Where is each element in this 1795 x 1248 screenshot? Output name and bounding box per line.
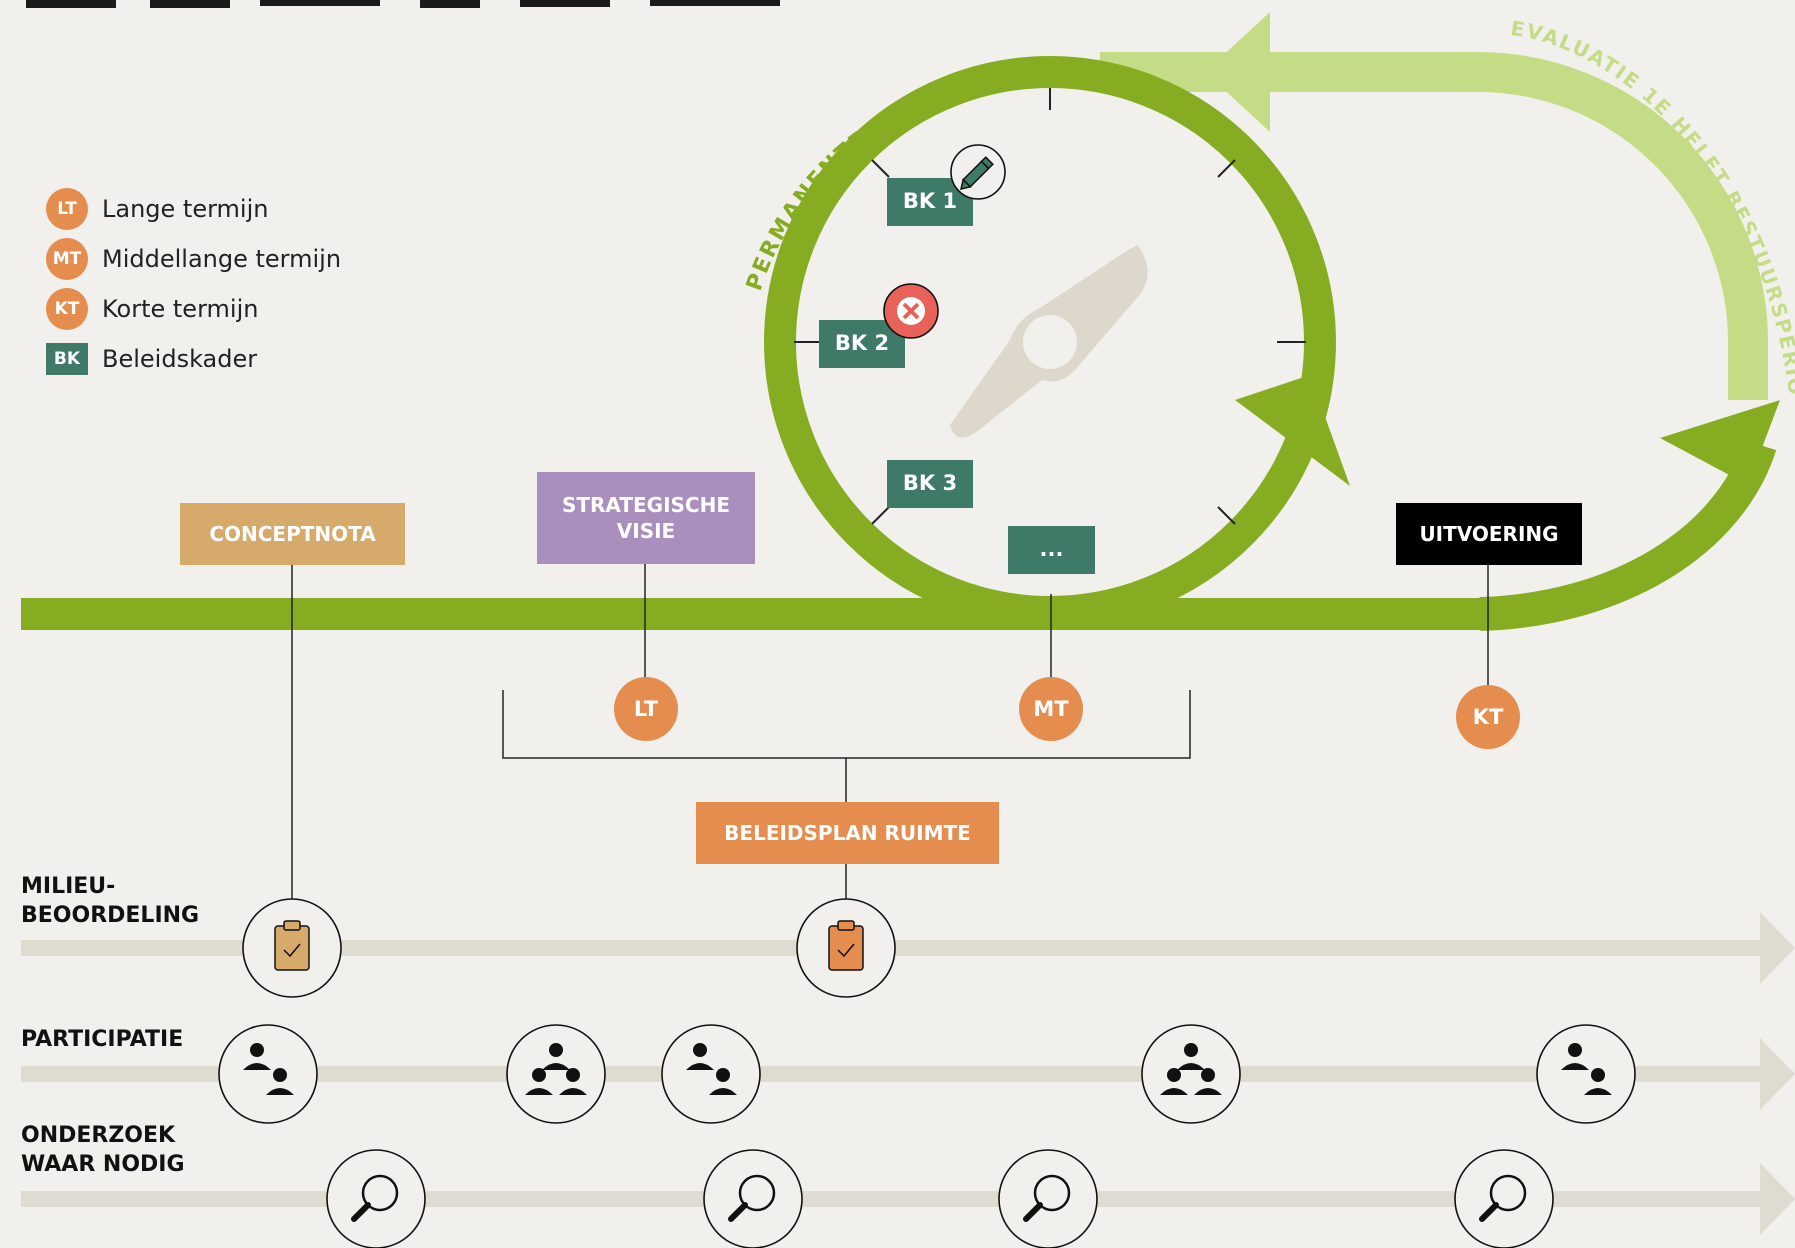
marker-kt-label: KT [1473,705,1504,729]
evaluation-loop [1100,12,1768,400]
legend-lt-badge: LT [46,188,88,230]
clipboard-check-icon [274,920,310,971]
participation-node-5 [1536,1024,1636,1124]
bk3-box: BK 3 [887,460,973,508]
legend-kt-label: Korte termijn [102,295,259,323]
connector-lines [291,562,1489,900]
magnifier-icon [1023,1174,1071,1222]
legend-lt-label: Lange termijn [102,195,269,223]
bk1-label: BK 1 [902,189,958,214]
uitvoering-box: UITVOERING [1396,503,1582,565]
compass-needle-icon [950,245,1148,438]
legend-item-bk: BK Beleidskader [46,334,341,384]
legend-item-mt: MT Middellange termijn [46,234,341,284]
bk2-label: BK 2 [834,331,890,356]
magnifier-icon [351,1174,399,1222]
title-remnant [26,0,780,8]
search-node-1 [326,1149,426,1248]
milieu-track-label: MILIEU- BEOORDELING [21,873,199,930]
legend-mt-badge: MT [46,238,88,280]
bk-more-box: ... [1008,526,1095,574]
participatie-track-label: PARTICIPATIE [21,1026,183,1055]
pencil-icon [960,156,994,190]
beleidsplan-label: BELEIDSPLAN RUIMTE [724,821,971,845]
milieu-label-line1: MILIEU- [21,874,116,899]
participatie-track [21,1038,1795,1110]
magnifier-icon [1479,1174,1527,1222]
search-node-3 [998,1149,1098,1248]
strategische-visie-line1: STRATEGISCHE [561,493,731,517]
marker-mt-label: MT [1033,697,1069,721]
monitoring-arrowhead [1235,375,1350,486]
conceptnota-label: CONCEPTNOTA [209,522,376,546]
people-three-icon [525,1043,587,1095]
close-icon [897,297,925,325]
participation-node-4 [1141,1024,1241,1124]
participatie-label: PARTICIPATIE [21,1027,184,1052]
close-badge [883,283,939,339]
participation-node-2 [506,1024,606,1124]
people-two-icon [1561,1043,1612,1095]
search-node-2 [703,1149,803,1248]
people-three-icon [1160,1043,1222,1095]
onderzoek-label-line2: WAAR NODIG [21,1151,185,1177]
bk-more-label: ... [1039,537,1064,562]
marker-lt: LT [614,677,678,741]
clipboard-check-icon [828,920,864,971]
execution-arrowhead [1660,400,1780,485]
legend: LT Lange termijn MT Middellange termijn … [46,184,341,384]
monitoring-circle [764,56,1336,628]
legend-kt-badge: KT [46,288,88,330]
beleidsplan-box: BELEIDSPLAN RUIMTE [696,802,999,864]
main-timeline [21,598,1486,630]
onderzoek-track [21,1163,1795,1235]
conceptnota-box: CONCEPTNOTA [180,503,405,565]
onderzoek-track-label: ONDERZOEK WAAR NODIG [21,1122,185,1179]
evaluation-arrowhead [1205,12,1270,132]
marker-kt: KT [1456,685,1520,749]
legend-item-kt: KT Korte termijn [46,284,341,334]
clipboard-node-2 [796,898,896,998]
legend-mt-label: Middellange termijn [102,245,342,273]
uitvoering-label: UITVOERING [1419,522,1559,546]
bk3-label: BK 3 [902,471,958,496]
legend-item-lt: LT Lange termijn [46,184,341,234]
legend-bk-badge: BK [46,343,88,375]
search-node-4 [1454,1149,1554,1248]
compass-ticks [794,88,1306,525]
strategische-visie-box: STRATEGISCHE VISIE [537,472,755,564]
legend-bk-label: Beleidskader [102,345,258,373]
milieu-label-line2: BEOORDELING [21,902,200,928]
pencil-badge [950,144,1006,200]
participation-node-1 [218,1024,318,1124]
people-two-icon [243,1043,294,1095]
strategische-visie-line2: VISIE [616,519,676,543]
clipboard-node-1 [242,898,342,998]
onderzoek-label-line1: ONDERZOEK [21,1123,176,1148]
people-two-icon [686,1043,737,1095]
magnifier-icon [728,1174,776,1222]
marker-mt: MT [1019,677,1083,741]
marker-lt-label: LT [634,697,659,721]
participation-node-3 [661,1024,761,1124]
